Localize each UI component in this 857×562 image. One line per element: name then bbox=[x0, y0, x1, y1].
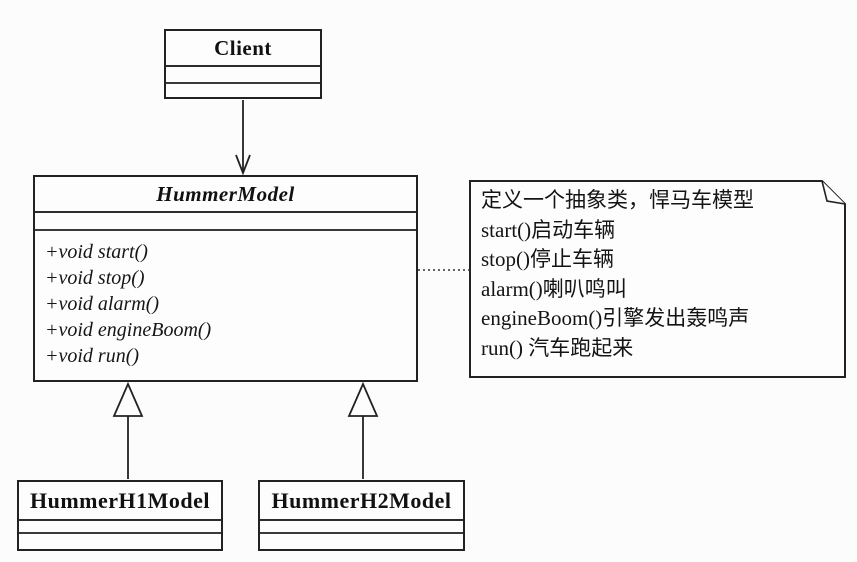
method-item: +void engineBoom() bbox=[45, 319, 212, 341]
method-item: +void alarm() bbox=[45, 293, 160, 315]
uml-note: 定义一个抽象类，悍马车模型 start()启动车辆 stop()停止车辆 ala… bbox=[481, 186, 835, 363]
dependency-arrow-client-to-hummermodel bbox=[235, 100, 251, 176]
operations-compartment-hummermodel: +void start() +void stop() +void alarm()… bbox=[35, 231, 416, 380]
note-line: alarm()喇叭鸣叫 bbox=[481, 276, 627, 301]
method-item: +void run() bbox=[45, 345, 140, 367]
note-line: start()启动车辆 bbox=[481, 217, 616, 242]
note-line: run() 汽车跑起来 bbox=[481, 335, 634, 360]
class-box-client: Client bbox=[164, 29, 322, 99]
attributes-compartment-hummermodel bbox=[35, 213, 416, 231]
class-title-hummermodel: HummerModel bbox=[35, 177, 416, 213]
attributes-compartment-client bbox=[166, 67, 320, 84]
note-line: stop()停止车辆 bbox=[481, 247, 614, 271]
class-title-hummerh1model: HummerH1Model bbox=[19, 482, 221, 521]
attributes-compartment-hummerh2model bbox=[260, 521, 463, 534]
generalization-arrow-h2-to-hummermodel bbox=[347, 381, 379, 479]
class-title-client: Client bbox=[166, 31, 320, 67]
class-box-hummermodel: HummerModel +void start() +void stop() +… bbox=[33, 175, 418, 382]
note-line: 定义一个抽象类，悍马车模型 bbox=[481, 188, 754, 212]
method-item: +void start() bbox=[45, 241, 148, 263]
note-line: engineBoom()引擎发出轰鸣声 bbox=[481, 306, 750, 330]
class-box-hummerh1model: HummerH1Model bbox=[17, 480, 223, 551]
attributes-compartment-hummerh1model bbox=[19, 521, 221, 534]
class-box-hummerh2model: HummerH2Model bbox=[258, 480, 465, 551]
generalization-arrow-h1-to-hummermodel bbox=[112, 381, 144, 479]
class-title-hummerh2model: HummerH2Model bbox=[260, 482, 463, 521]
method-item: +void stop() bbox=[45, 267, 145, 289]
note-shape bbox=[469, 180, 846, 378]
